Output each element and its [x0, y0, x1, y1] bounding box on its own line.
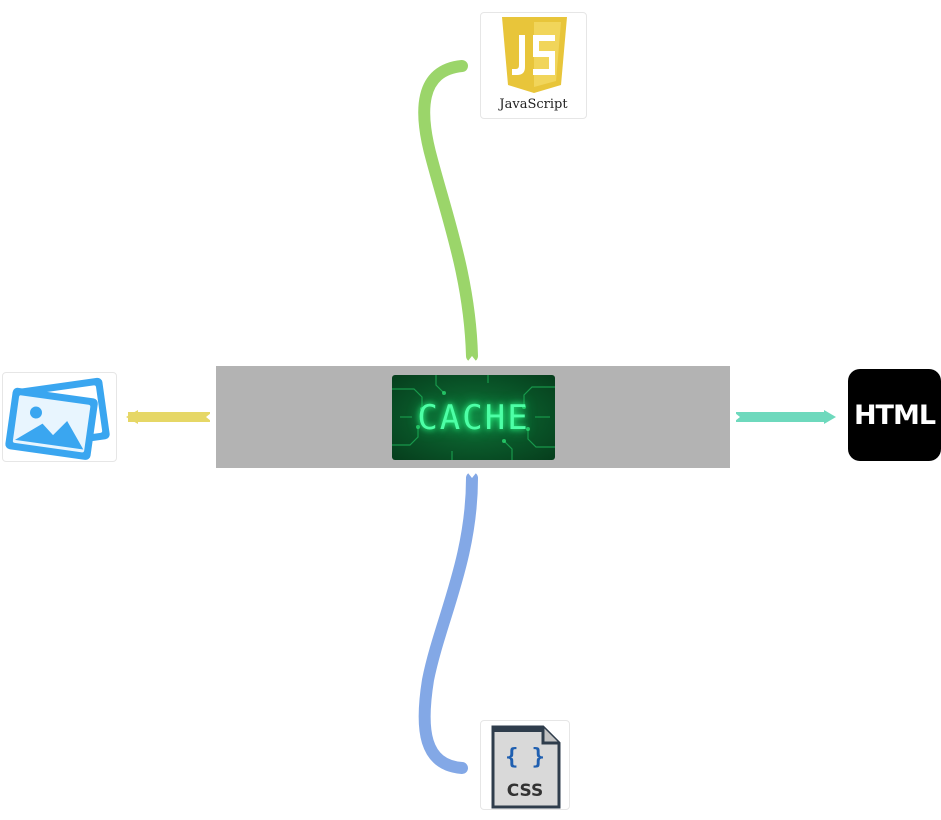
css-node[interactable]: { } CSS [480, 720, 570, 810]
image-node[interactable] [2, 372, 117, 462]
css-file-icon [491, 725, 561, 809]
link-javascript [418, 60, 478, 362]
css-brace-icon: { } [505, 745, 545, 770]
link-image-tip [126, 410, 138, 424]
cache-label: CACHE [417, 397, 530, 438]
javascript-node[interactable]: JavaScript [480, 12, 587, 119]
css-label: CSS [506, 781, 544, 801]
image-icon [5, 377, 110, 460]
notch-left [206, 409, 216, 425]
link-css [418, 472, 478, 774]
html-node[interactable]: HTML [848, 369, 941, 461]
javascript-icon [502, 17, 567, 93]
html-label: HTML [853, 399, 936, 431]
javascript-caption: JavaScript [499, 97, 568, 112]
notch-bottom [464, 468, 480, 478]
cache-image: CACHE [392, 375, 555, 460]
notch-right [730, 409, 740, 425]
notch-top [464, 356, 480, 366]
link-html-tip [824, 410, 836, 424]
circuit-pattern [392, 375, 555, 460]
